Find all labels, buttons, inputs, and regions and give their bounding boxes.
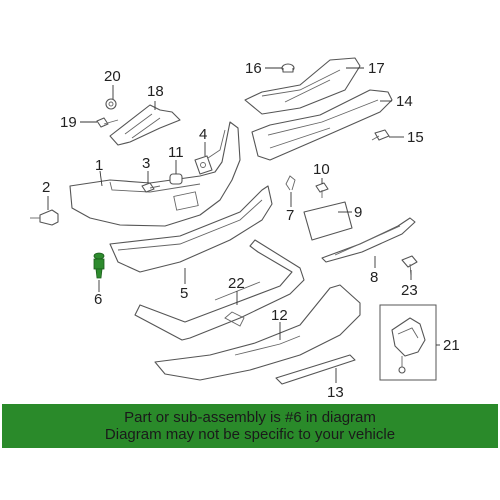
part-4-bracket: [194, 155, 213, 175]
part-7-clip: [285, 175, 296, 191]
part-23-bolt: [401, 255, 418, 276]
callout-9: 9: [354, 204, 362, 221]
part-13-trim: [275, 354, 356, 385]
callout-7: 7: [286, 207, 294, 224]
part-19-screw: [96, 117, 119, 128]
callout-17: 17: [368, 60, 385, 77]
part-12-lower-panel: [154, 284, 361, 381]
callout-23: 23: [401, 282, 418, 299]
callout-1: 1: [95, 157, 103, 174]
callout-8: 8: [370, 269, 378, 286]
part-14-reinforcement: [251, 89, 393, 161]
part-18-bracket: [109, 104, 181, 146]
part-2-clip: [30, 209, 59, 226]
callout-22: 22: [228, 275, 245, 292]
callout-15: 15: [407, 129, 424, 146]
part-10-screw: [315, 182, 329, 198]
callout-19: 19: [60, 114, 77, 131]
callout-4: 4: [199, 126, 207, 143]
part-16-clip: [281, 63, 295, 73]
callout-5: 5: [180, 285, 188, 302]
part-20-retainer: [105, 98, 117, 110]
callout-2: 2: [42, 179, 50, 196]
callout-21: 21: [443, 337, 460, 354]
callout-13: 13: [327, 384, 344, 401]
callout-20: 20: [104, 68, 121, 85]
callout-11: 11: [168, 144, 184, 161]
part-9-license-bracket: [303, 201, 353, 241]
leader-lines: [47, 67, 440, 383]
callout-18: 18: [147, 83, 164, 100]
callout-14: 14: [396, 93, 413, 110]
info-banner: Part or sub-assembly is #6 in diagram Di…: [2, 404, 498, 448]
callout-3: 3: [142, 155, 150, 172]
callout-6: 6: [94, 291, 102, 308]
part-15-bolt: [371, 129, 390, 141]
part-22-support: [134, 239, 305, 341]
callout-16: 16: [245, 60, 262, 77]
part-5-lower-cover: [109, 185, 273, 273]
callout-12: 12: [271, 307, 288, 324]
banner-line-1: Part or sub-assembly is #6 in diagram: [124, 409, 376, 426]
part-21-inset: [379, 304, 437, 381]
part-17-impact-bar: [244, 57, 361, 115]
part-8-trim: [321, 217, 416, 263]
part-6-fastener: [93, 252, 105, 279]
part-1-bumper-cover: [69, 121, 241, 227]
callout-10: 10: [313, 161, 330, 178]
part-3-screw: [141, 182, 161, 193]
part-11-nut: [169, 173, 183, 185]
banner-line-2: Diagram may not be specific to your vehi…: [104, 426, 396, 443]
